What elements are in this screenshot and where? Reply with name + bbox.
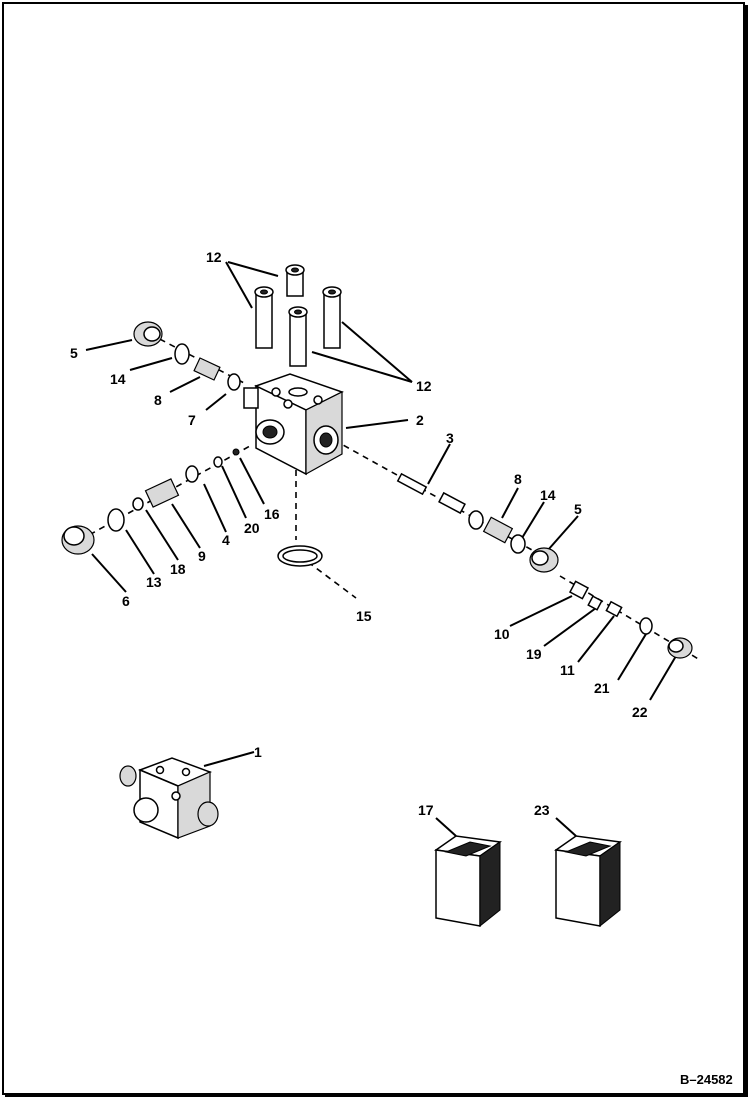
callout-7: 7 (188, 412, 196, 428)
callout-23: 23 (534, 802, 550, 818)
callout-5-left: 5 (70, 345, 78, 361)
callout-17: 17 (418, 802, 434, 818)
drawing-reference-number: B–24582 (680, 1072, 733, 1087)
left-upper-parts (133, 321, 241, 391)
callout-4: 4 (222, 532, 230, 548)
callout-12-right: 12 (416, 378, 432, 394)
callout-15: 15 (356, 608, 372, 624)
callout-19: 19 (526, 646, 542, 662)
callout-18: 18 (170, 561, 186, 577)
callout-8-right: 8 (514, 471, 522, 487)
callout-14-left: 14 (110, 371, 126, 387)
callout-22: 22 (632, 704, 648, 720)
callout-16: 16 (264, 506, 280, 522)
callout-11: 11 (560, 662, 575, 678)
callout-12-top: 12 (206, 249, 222, 265)
callout-5-right: 5 (574, 501, 582, 517)
callout-1: 1 (254, 744, 262, 760)
callout-9: 9 (198, 548, 206, 564)
callout-8-left: 8 (154, 392, 162, 408)
callout-13: 13 (146, 574, 162, 590)
valve-assembly-view (119, 757, 219, 840)
seal-kit-box-17 (434, 835, 502, 928)
right-side-parts (396, 472, 693, 659)
seal-kit-box-23 (554, 835, 622, 928)
callout-20: 20 (244, 520, 260, 536)
callout-21: 21 (594, 680, 610, 696)
callout-2: 2 (416, 412, 424, 428)
callout-14-right: 14 (540, 487, 556, 503)
valve-body (243, 373, 344, 476)
callout-labels: 1 2 3 4 5 5 6 7 8 8 9 10 11 12 12 13 14 … (70, 249, 648, 818)
cap-screws (254, 264, 342, 367)
callout-3: 3 (446, 430, 454, 446)
callout-6: 6 (122, 593, 130, 609)
callout-10: 10 (494, 626, 510, 642)
leader-lines (85, 261, 677, 837)
left-lower-parts (61, 448, 323, 567)
